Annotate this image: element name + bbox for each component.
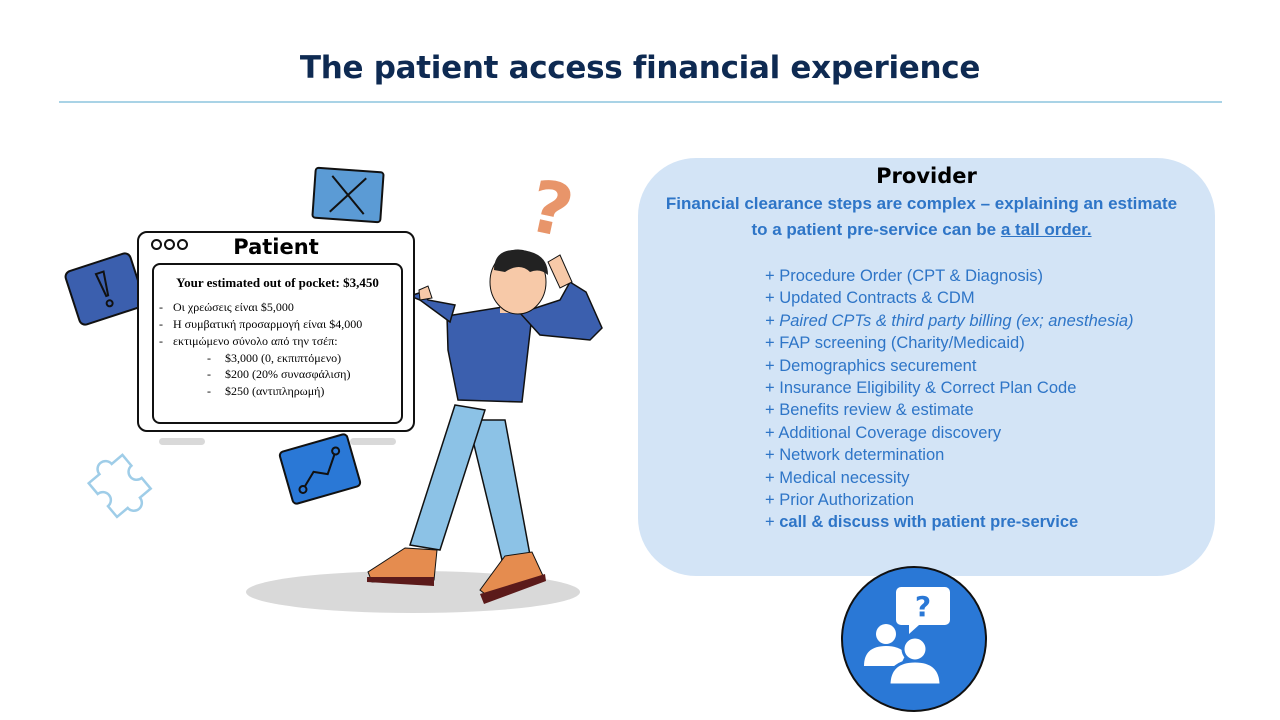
- provider-title: Provider: [876, 164, 977, 188]
- estimate-subline: -$3,000 (0, εκπιπτόμενο): [207, 351, 342, 365]
- list-item: + FAP screening (Charity/Medicaid): [765, 334, 1025, 353]
- estimate-line: -Οι χρεώσεις είναι $5,000: [159, 300, 294, 314]
- patient-window: Patient Your estimated out of pocket: $3…: [137, 231, 415, 445]
- discussion-icon: ?: [841, 566, 987, 712]
- line-chart-icon: [278, 433, 362, 505]
- patient-label: Patient: [233, 235, 319, 259]
- list-item: + Insurance Eligibility & Correct Plan C…: [765, 378, 1077, 397]
- list-item: + Medical necessity: [765, 468, 910, 487]
- provider-subtitle-emphasis: a tall order.: [1000, 220, 1092, 239]
- window-dot: [151, 239, 162, 250]
- puzzle-icon: [86, 453, 153, 519]
- question-mark: ?: [522, 163, 580, 254]
- provider-panel: Provider Financial clearance steps are c…: [638, 158, 1215, 576]
- provider-subtitle: Financial clearance steps are complex – …: [658, 191, 1185, 243]
- list-item: + Benefits review & estimate: [765, 401, 974, 420]
- provider-subtitle-text: Financial clearance steps are complex – …: [665, 194, 1178, 239]
- list-item: + Paired CPTs & third party billing (ex;…: [765, 311, 1134, 330]
- slide-title: The patient access financial experience: [299, 50, 981, 86]
- window-dot: [177, 239, 188, 250]
- list-item: + Prior Authorization: [765, 490, 915, 509]
- estimate-heading: Your estimated out of pocket: $3,450: [176, 275, 379, 290]
- scroll-pill-left: [159, 438, 205, 445]
- alert-icon: [64, 252, 146, 326]
- estimate-card: Your estimated out of pocket: $3,450 -Οι…: [152, 263, 403, 445]
- clearance-steps-list: + Procedure Order (CPT & Diagnosis) + Up…: [765, 265, 1134, 534]
- left-shoe: [367, 547, 438, 583]
- window-controls: [151, 239, 190, 253]
- scroll-pill-right: [350, 438, 396, 445]
- list-item: + Additional Coverage discovery: [765, 423, 1002, 442]
- list-item: + call & discuss with patient pre-servic…: [765, 513, 1079, 532]
- estimate-subline: -$250 (αντιπληρωμή): [207, 384, 325, 398]
- confused-person: [367, 249, 603, 604]
- estimate-line: -Η συμβατική προσαρμογή είναι $4,000: [159, 317, 363, 331]
- list-item: + Procedure Order (CPT & Diagnosis): [765, 267, 1044, 285]
- close-icon: [311, 166, 385, 224]
- list-item: + Updated Contracts & CDM: [765, 289, 975, 308]
- list-item: + Network determination: [765, 446, 945, 465]
- estimate-line: -εκτιμώμενο σύνολο από την τσέπ:: [159, 334, 338, 348]
- estimate-subline: -$200 (20% συνασφάλιση): [207, 367, 351, 381]
- question-glyph: ?: [915, 590, 931, 623]
- title-divider: [59, 101, 1222, 103]
- list-item: + Demographics securement: [765, 356, 977, 375]
- window-dot: [164, 239, 175, 250]
